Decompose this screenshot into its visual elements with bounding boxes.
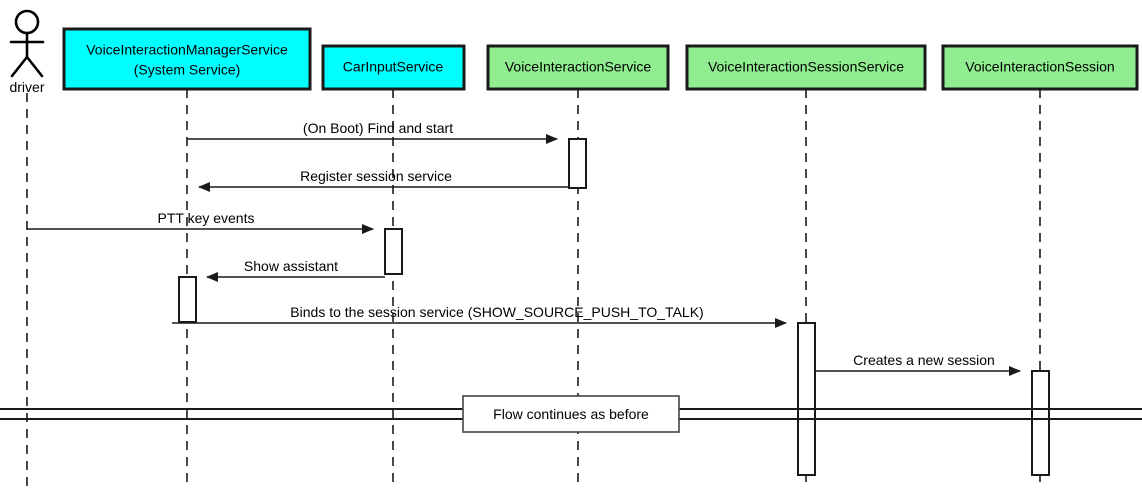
actor-leg-left-icon <box>10 55 29 78</box>
activation-bar-voice-interaction-session <box>1031 370 1050 476</box>
participant-label-line1: VoiceInteractionService <box>505 59 652 75</box>
participant-voice-interaction-service[interactable]: VoiceInteractionService <box>486 44 670 91</box>
participant-voice-interaction-manager-service[interactable]: VoiceInteractionManagerService (System S… <box>62 27 312 91</box>
actor-driver[interactable]: driver <box>9 9 45 95</box>
participant-label-line1: VoiceInteractionSession <box>965 59 1114 75</box>
participant-box[interactable] <box>321 44 466 91</box>
actor-leg-right-icon <box>25 55 44 78</box>
message-label: Binds to the session service (SHOW_SOURC… <box>290 304 703 320</box>
participant-car-input-service[interactable]: CarInputService <box>321 44 466 91</box>
message-label: (On Boot) Find and start <box>303 120 453 136</box>
activation-bar-car-input-service <box>384 228 403 275</box>
participant-voice-interaction-session-service[interactable]: VoiceInteractionSessionService <box>685 44 927 91</box>
message-label: Creates a new session <box>853 352 995 368</box>
participant-box[interactable] <box>685 44 927 91</box>
activation-bar-voice-interaction-session-service <box>797 322 816 476</box>
message-label: Register session service <box>300 168 452 184</box>
message-binds-to-the-session-service[interactable]: Binds to the session service (SHOW_SOURC… <box>172 304 787 328</box>
actor-label: driver <box>9 79 44 95</box>
message-show-assistant[interactable]: Show assistant <box>206 258 385 282</box>
actor-head-icon <box>14 9 40 35</box>
message-label: PTT key events <box>157 210 254 226</box>
participant-label-line1: VoiceInteractionManagerService <box>86 42 288 58</box>
participant-box[interactable] <box>941 44 1139 91</box>
participant-voice-interaction-session[interactable]: VoiceInteractionSession <box>941 44 1139 91</box>
message-creates-a-new-session[interactable]: Creates a new session <box>814 352 1021 376</box>
participant-label-line1: VoiceInteractionSessionService <box>708 59 904 75</box>
message-on-boot-find-and-start[interactable]: (On Boot) Find and start <box>187 120 558 144</box>
message-ptt-key-events[interactable]: PTT key events <box>27 210 374 234</box>
activation-bar-voice-interaction-service <box>568 138 587 189</box>
participant-label-line1: CarInputService <box>343 59 444 75</box>
message-label: Show assistant <box>244 258 338 274</box>
divider-note-box <box>462 395 680 433</box>
flow-divider: Flow continues as before <box>0 395 1142 433</box>
divider-note-label: Flow continues as before <box>493 406 649 422</box>
activation-bar-voice-interaction-manager-service <box>178 276 197 323</box>
participant-box[interactable] <box>62 27 312 91</box>
participant-label-line2: (System Service) <box>134 62 241 78</box>
message-register-session-service[interactable]: Register session service <box>198 168 569 192</box>
participant-box[interactable] <box>486 44 670 91</box>
